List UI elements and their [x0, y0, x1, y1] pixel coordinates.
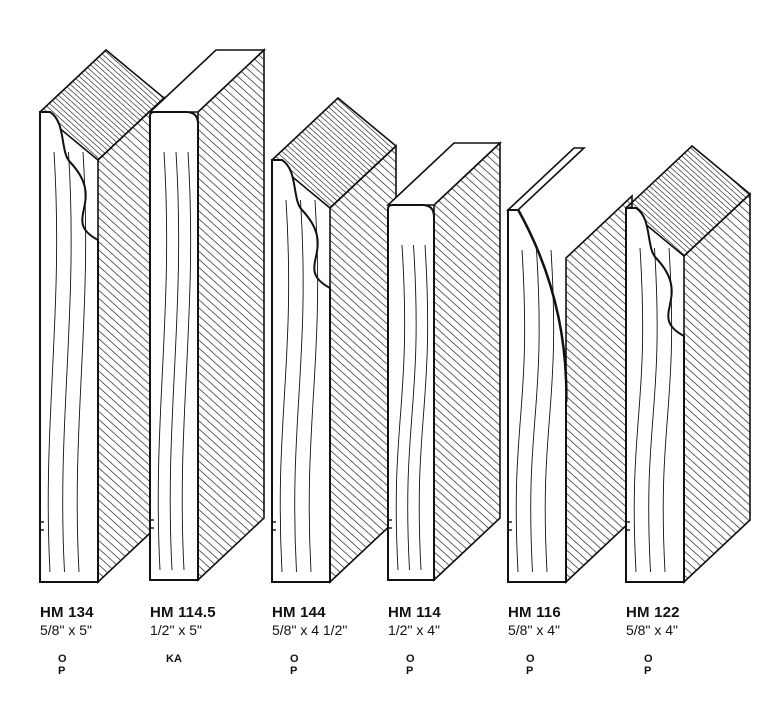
- availability-code: P: [526, 665, 534, 677]
- molding-size: 1/2" x 5": [150, 622, 202, 638]
- molding-front-face: [39, 111, 99, 583]
- availability-code: O: [58, 653, 67, 665]
- wood-grain-line: [181, 151, 192, 571]
- wood-grain-line: [530, 249, 540, 573]
- molding-hm-134: [38, 48, 166, 584]
- molding-code: HM 114: [388, 604, 441, 621]
- molding-illustrations: [38, 48, 752, 584]
- molding-code: HM 122: [626, 604, 680, 621]
- wood-grain-line: [633, 247, 644, 573]
- molding-side-face: [329, 144, 397, 584]
- molding-hm-114-5: [147, 48, 267, 582]
- molding-hm-114: [385, 141, 503, 582]
- molding-code: HM 134: [40, 604, 94, 621]
- availability-codes: KA: [150, 653, 270, 665]
- availability-code: P: [644, 665, 652, 677]
- wood-grain-line: [648, 247, 658, 573]
- wood-grain-line: [515, 249, 526, 573]
- availability-code: P: [290, 665, 298, 677]
- availability-code: O: [644, 653, 653, 665]
- molding-front-face: [149, 111, 199, 581]
- molding-top-face: [505, 147, 587, 211]
- molding-hm-116: [505, 147, 633, 584]
- molding-hm-122: [624, 144, 752, 584]
- availability-code: O: [290, 653, 299, 665]
- molding-code: HM 114.5: [150, 604, 216, 621]
- molding-side-face: [683, 192, 751, 584]
- molding-size: 5/8" x 4": [508, 622, 560, 638]
- wood-grain-line: [407, 244, 417, 571]
- availability-code: O: [406, 653, 415, 665]
- availability-code: P: [58, 665, 66, 677]
- wood-grain-line: [308, 199, 319, 573]
- molding-side-face: [565, 194, 633, 584]
- molding-hm-144: [270, 96, 398, 584]
- molding-size: 5/8" x 5": [40, 622, 92, 638]
- molding-side-face: [433, 141, 501, 582]
- wood-grain-line: [76, 151, 87, 573]
- molding-size: 5/8" x 4 1/2": [272, 622, 348, 638]
- wood-grain-line: [662, 247, 673, 573]
- wood-grain-line: [395, 244, 406, 571]
- wood-grain-line: [47, 151, 58, 573]
- molding-size: 1/2" x 4": [388, 622, 440, 638]
- molding-front-face: [387, 204, 435, 581]
- wood-grain-line: [544, 249, 555, 573]
- molding-front-face: [271, 159, 331, 583]
- molding-profile-band: [270, 96, 398, 210]
- molding-profile-band: [624, 144, 752, 258]
- wood-grain-line: [418, 244, 429, 571]
- molding-code: HM 144: [272, 604, 326, 621]
- wood-grain-line: [279, 199, 290, 573]
- molding-size: 5/8" x 4": [626, 622, 678, 638]
- wood-grain-line: [157, 151, 168, 571]
- wood-grain-line: [62, 151, 72, 573]
- molding-code: HM 116: [508, 604, 561, 621]
- availability-code: KA: [166, 653, 182, 665]
- availability-code: O: [526, 653, 535, 665]
- molding-side-face: [197, 48, 265, 582]
- availability-code: P: [406, 665, 414, 677]
- wood-grain-line: [294, 199, 304, 573]
- wood-grain-line: [169, 151, 180, 571]
